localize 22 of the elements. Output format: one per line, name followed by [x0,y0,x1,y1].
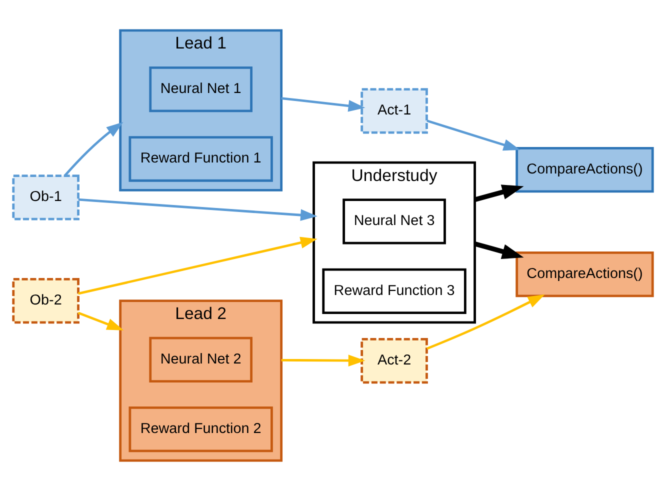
node-box: Ob-1 [12,174,80,220]
node-box: Reward Function 2 [128,406,273,452]
node-box: Neural Net 3 [342,198,446,244]
node-box: Neural Net 2 [149,336,252,382]
arrow [426,294,545,350]
node-box: CompareActions() [516,251,654,297]
node-box: Ob-2 [12,277,80,324]
arrow [426,119,520,150]
arrow [281,96,366,112]
node-box: CompareActions() [516,146,654,192]
arrow [78,198,318,220]
arrow [64,121,124,176]
node-box: Act-1 [360,88,428,134]
arrow [78,311,124,330]
node-box: Reward Function 3 [322,268,466,314]
arrow [78,236,318,294]
arrow [474,240,524,258]
arrow [474,184,524,202]
arrow [281,354,366,366]
node-box: Reward Function 1 [128,136,273,182]
node-box: Neural Net 1 [149,66,252,112]
node-box: Act-2 [360,338,428,384]
